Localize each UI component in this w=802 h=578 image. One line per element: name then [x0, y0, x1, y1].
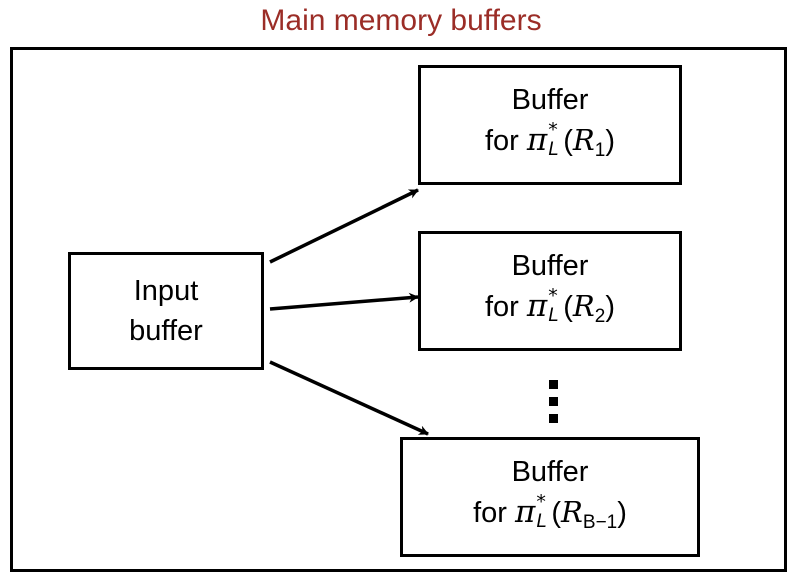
- close-paren: ): [617, 496, 627, 529]
- open-paren: (: [563, 124, 573, 157]
- subscript-l: L: [548, 138, 559, 160]
- arrow-to-buffer-r2: [269, 292, 419, 311]
- buffer-box-r1: Buffer for π*L(R1): [418, 65, 682, 185]
- diagram-title: Main memory buffers: [260, 4, 542, 37]
- buffer-formula: for π*L(R2): [485, 286, 615, 337]
- relation-subscript: 2: [594, 305, 606, 327]
- subscript-l: L: [548, 304, 559, 326]
- pi-symbol: π: [515, 493, 536, 530]
- buffer-formula: for π*L(R1): [485, 120, 615, 171]
- buffer-box-r2: Buffer for π*L(R2): [418, 231, 682, 351]
- input-buffer-box: Input buffer: [68, 252, 264, 370]
- superscript-star: *: [548, 284, 558, 307]
- vertical-ellipsis: [542, 376, 566, 426]
- relation-r: R: [572, 288, 595, 323]
- buffer-formula: for π*L(RB−1): [473, 492, 627, 543]
- pi-scripts: *L: [535, 490, 551, 534]
- buffer-title: Buffer: [511, 455, 589, 488]
- relation-r: R: [572, 122, 595, 157]
- input-buffer-label-1: Input: [133, 275, 199, 307]
- relation-subscript: B−1: [582, 511, 618, 533]
- main-memory-frame: [10, 47, 787, 572]
- relation-r: R: [561, 494, 583, 529]
- open-paren: (: [551, 496, 562, 529]
- input-buffer-label-2: buffer: [129, 315, 203, 347]
- buffer-title: Buffer: [511, 249, 589, 282]
- open-paren: (: [563, 290, 573, 323]
- pi-scripts: *L: [547, 284, 563, 328]
- pi-symbol: π: [526, 287, 548, 324]
- buffer-box-rb-1: Buffer for π*L(RB−1): [400, 437, 700, 557]
- arrow-to-buffer-r1: [269, 188, 419, 264]
- arrow-to-buffer-rb-1: [269, 360, 429, 436]
- buffer-formula-prefix: for: [484, 124, 527, 157]
- pi-symbol: π: [526, 121, 548, 158]
- buffer-formula-prefix: for: [484, 290, 527, 323]
- superscript-star: *: [548, 118, 558, 141]
- buffer-formula-prefix: for: [473, 496, 515, 529]
- buffer-title: Buffer: [511, 83, 589, 116]
- subscript-l: L: [536, 510, 547, 532]
- pi-scripts: *L: [547, 118, 563, 162]
- superscript-star: *: [536, 490, 546, 513]
- close-paren: ): [605, 290, 616, 323]
- relation-subscript: 1: [594, 139, 606, 161]
- close-paren: ): [605, 124, 616, 157]
